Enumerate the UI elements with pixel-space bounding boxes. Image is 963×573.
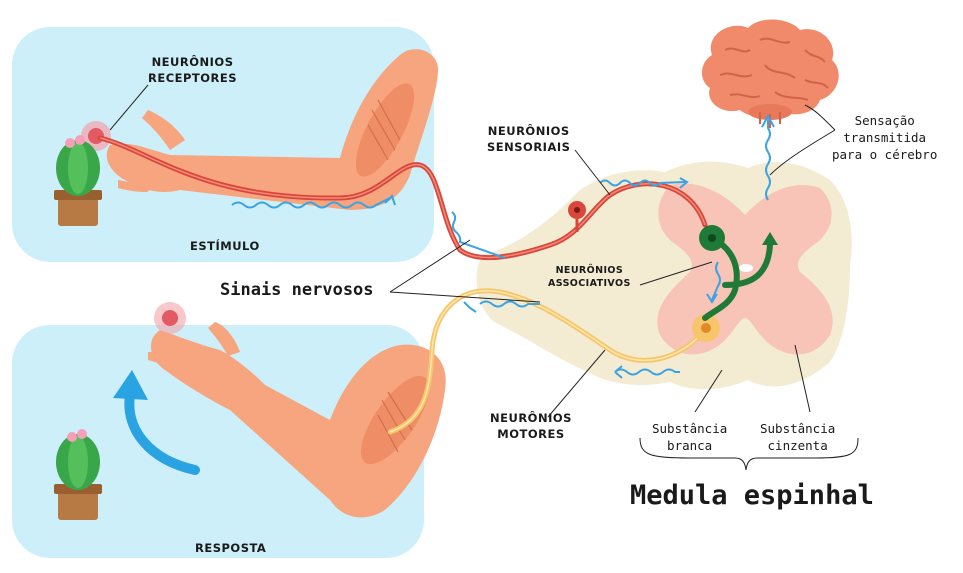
response-panel	[12, 325, 424, 558]
label-white-matter: Substância branca	[652, 420, 727, 454]
response-arm	[148, 322, 446, 518]
label-receptors-line1: NEURÔNIOS	[151, 55, 234, 69]
withdraw-arrow-icon	[113, 370, 200, 475]
label-spinal-cord: Medula espinhal	[630, 480, 874, 511]
label-brain-sensation: Sensação transmitida para o cérebro	[832, 112, 937, 163]
label-associative-line2: ASSOCIATIVOS	[548, 278, 631, 289]
brain-sensation-line1: Sensação	[854, 113, 915, 128]
sensory-neuron	[97, 135, 708, 261]
label-associative-line1: NEURÔNIOS	[555, 265, 624, 276]
label-receptors-line2: RECEPTORES	[148, 71, 238, 85]
nerve-signals-text: Sinais nervosos	[220, 280, 374, 300]
white-matter-line2: branca	[667, 438, 713, 453]
stimulus-arm	[106, 49, 439, 210]
label-associative: NEURÔNIOS ASSOCIATIVOS	[548, 264, 631, 290]
label-gray-matter: Substância cinzenta	[760, 420, 835, 454]
label-sensory-line2: SENSORIAIS	[487, 140, 571, 154]
muscle-icon-lower	[360, 375, 430, 465]
gray-matter-line1: Substância	[760, 421, 836, 436]
label-response: RESPOSTA	[195, 540, 266, 556]
label-motor: NEURÔNIOS MOTORES	[490, 410, 572, 442]
gray-matter-line2: cinzenta	[767, 438, 828, 453]
label-nerve-signals: Sinais nervosos	[220, 280, 374, 300]
spinal-cord	[476, 161, 852, 390]
label-sensory: NEURÔNIOS SENSORIAIS	[487, 123, 570, 155]
response-text: RESPOSTA	[195, 541, 267, 555]
cactus-icon	[54, 135, 102, 226]
motor-neuron	[387, 288, 720, 435]
label-motor-line1: NEURÔNIOS	[490, 411, 572, 425]
brain-sensation-line3: para o cérebro	[832, 147, 938, 162]
central-canal	[739, 264, 753, 272]
nerve-signal-waves	[231, 113, 775, 379]
brain-sensation-line2: transmitida	[843, 130, 927, 145]
spinal-cord-text: Medula espinhal	[630, 480, 874, 511]
white-matter-line1: Substância	[652, 421, 728, 436]
label-receptors: NEURÔNIOS RECEPTORES	[148, 54, 237, 86]
cactus-icon-lower	[54, 429, 102, 520]
brain-icon	[701, 19, 839, 128]
label-motor-line2: MOTORES	[497, 427, 565, 441]
label-sensory-line1: NEURÔNIOS	[487, 124, 570, 138]
label-stimulus: ESTÍMULO	[190, 238, 260, 254]
stimulus-text: ESTÍMULO	[190, 239, 260, 253]
leader-lines	[109, 84, 859, 471]
muscle-icon	[355, 83, 415, 177]
associative-neuron	[699, 225, 778, 321]
